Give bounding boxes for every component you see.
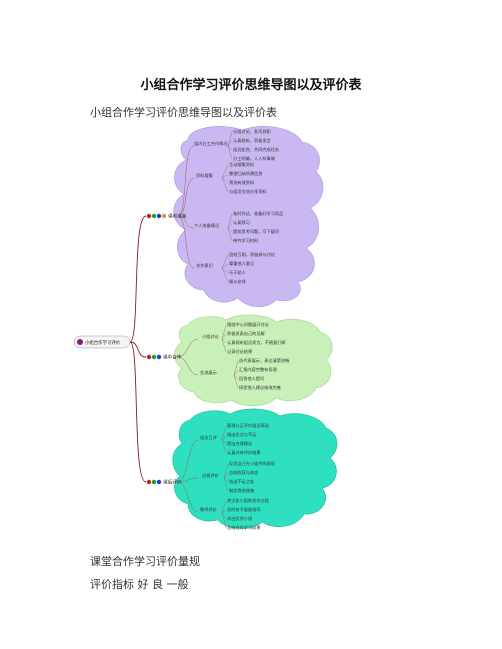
root-node: 小组合作学习评价 xyxy=(73,335,131,349)
leaf-item: 认真倾听，积极发言 xyxy=(233,137,271,144)
leaf-item: 选代表展示，表达清楚流畅 xyxy=(239,357,289,364)
group-label: 交流展示 xyxy=(200,369,217,376)
section-node-3: 课后评价 xyxy=(146,479,182,486)
caption-scale: 课堂合作学习评价量规 xyxy=(90,555,200,568)
leaf-item: 找出不足之处 xyxy=(229,478,255,485)
leaf-item: 提前思考问题，写下疑问 xyxy=(233,228,279,235)
cloud-section-3 xyxy=(172,408,338,529)
leaf-item: 指出优点与不足 xyxy=(227,431,257,438)
leaf-item: 积极发表自己的见解 xyxy=(227,330,265,337)
leaf-item: 总结收获与体会 xyxy=(229,469,259,476)
group-label: 合作意识 xyxy=(196,262,213,269)
leaf-item: 服从安排 xyxy=(229,278,247,285)
leaf-item: 团结互助，积极参与讨论 xyxy=(229,251,276,258)
leaf-item: 准时到达，准备好学习用品 xyxy=(233,210,283,217)
leaf-item: 提出合理建议 xyxy=(227,440,253,447)
leaf-item: 乐于助人 xyxy=(229,269,247,276)
group-label: 组内分工合作情况 xyxy=(194,140,228,147)
leaf-item: 与组员交流分享资料 xyxy=(229,188,268,195)
leaf-item: 分工明确，人人有事做 xyxy=(233,155,276,162)
cloud-section-2 xyxy=(174,314,333,407)
document-title: 小组合作学习评价思维导图以及评价表 xyxy=(140,78,362,93)
section-2-label: 课中合作 xyxy=(163,354,182,361)
leaf-item: 围绕中心问题展开讨论 xyxy=(227,321,270,328)
leaf-item: 带齐学习材料 xyxy=(233,237,259,244)
leaf-item: 尊重他人意见 xyxy=(229,260,254,267)
leaf-item: 关注各小组的合作过程 xyxy=(227,497,270,504)
section-node-2: 课中合作 xyxy=(146,354,182,361)
section-node-1: 课前准备 xyxy=(146,213,187,220)
leaf-connectors xyxy=(221,131,239,529)
leaf-item: 认真预习 xyxy=(233,219,250,226)
group-label: 资料搜集 xyxy=(196,172,214,179)
caption-indicators: 评价指标 好 良 一般 xyxy=(90,578,189,591)
group-label: 教师评价 xyxy=(200,506,218,513)
leaf-item: 分组讨论，各司其职 xyxy=(233,128,271,135)
leaf-item: 筛选有效资料 xyxy=(229,179,255,186)
leaf-item: 总结合作学习成果 xyxy=(227,524,261,531)
group-label: 组员互评 xyxy=(200,434,218,441)
leaf-item: 反思自己在小组中的表现 xyxy=(229,460,275,467)
leaf-item: 评出优秀小组 xyxy=(227,515,252,522)
section-3-label: 课后评价 xyxy=(163,479,182,486)
root-label: 小组合作学习评价 xyxy=(85,339,121,346)
leaf-item: 整理归纳所需信息 xyxy=(229,170,263,177)
group-label: 小组讨论 xyxy=(202,333,220,340)
leaf-item: 主动搜集资料 xyxy=(229,161,255,168)
group-label: 自我评价 xyxy=(202,472,220,479)
cloud-section-1 xyxy=(173,126,324,307)
leaf-item: 记录讨论结果 xyxy=(227,348,253,355)
leaf-item: 及时给予鼓励指导 xyxy=(227,506,261,513)
leaf-item: 客观公正评价组员表现 xyxy=(227,422,269,429)
branch-lines xyxy=(129,215,147,483)
leaf-item: 回答他人提问 xyxy=(239,375,264,382)
leaf-item: 认真倾听组员发言，不随意打断 xyxy=(227,339,286,346)
leaf-item: 组员配合，共同完成任务 xyxy=(233,146,280,153)
mindmap-image: 小组合作学习评价 课前准备 课中合作 课后评价 组内分工合作情况 资料搜集 个人… xyxy=(73,126,338,531)
leaf-item: 汇报内容完整有条理 xyxy=(239,366,278,373)
leaf-item: 接受他人建议修改完善 xyxy=(239,384,281,391)
leaf-item: 制定改进措施 xyxy=(229,487,255,494)
leaf-item: 认真对待评价结果 xyxy=(227,449,261,456)
document-subtitle: 小组合作学习评价思维导图以及评价表 xyxy=(90,106,277,119)
section-1-label: 课前准备 xyxy=(168,213,187,220)
group-label: 个人准备情况 xyxy=(194,222,220,229)
